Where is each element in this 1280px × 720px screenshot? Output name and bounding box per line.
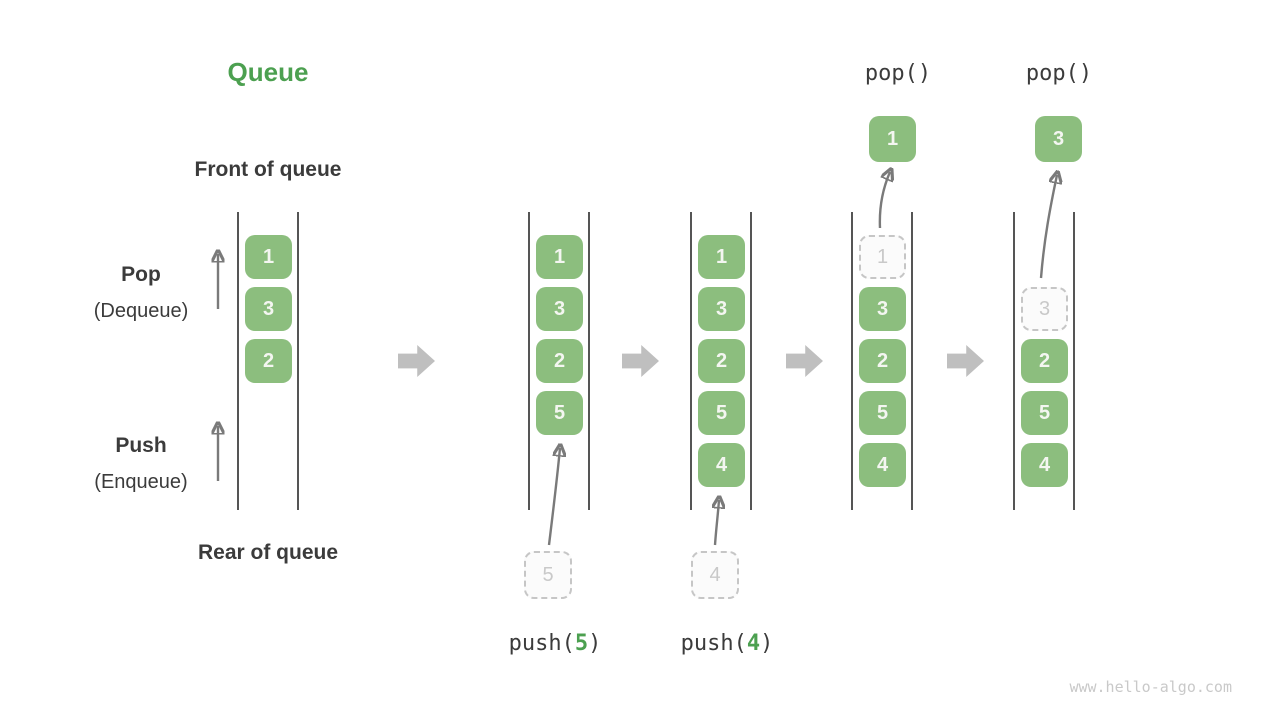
front-of-queue-label: Front of queue xyxy=(194,158,342,181)
queue-item: 5 xyxy=(1021,391,1068,435)
queue-state-1: 1 3 2 xyxy=(237,212,299,510)
push-op-suffix: ) xyxy=(760,631,774,656)
queue-wall xyxy=(750,212,752,510)
next-state-arrow-icon xyxy=(786,345,823,377)
queue-state-3: 1 3 2 5 4 xyxy=(690,212,752,510)
incoming-value-box: 4 xyxy=(691,551,739,599)
queue-wall xyxy=(1013,212,1015,510)
queue-wall xyxy=(690,212,692,510)
queue-state-5: 3 2 5 4 xyxy=(1013,212,1075,510)
rear-of-queue-label: Rear of queue xyxy=(197,541,339,564)
push-op-prefix: push( xyxy=(508,631,575,656)
queue-item: 3 xyxy=(698,287,745,331)
push-op-arg: 5 xyxy=(574,631,589,656)
incoming-value-box: 5 xyxy=(524,551,572,599)
queue-wall xyxy=(297,212,299,510)
queue-item: 1 xyxy=(245,235,292,279)
removed-item-ghost: 1 xyxy=(859,235,906,279)
queue-item: 3 xyxy=(536,287,583,331)
pop-op-label-1: pop() xyxy=(864,61,932,86)
queue-wall xyxy=(851,212,853,510)
queue-wall xyxy=(1073,212,1075,510)
next-state-arrow-icon xyxy=(398,345,435,377)
queue-item: 5 xyxy=(859,391,906,435)
push-label: Push xyxy=(115,434,167,457)
queue-item: 2 xyxy=(698,339,745,383)
queue-item: 2 xyxy=(245,339,292,383)
queue-item: 4 xyxy=(698,443,745,487)
popped-value-box: 3 xyxy=(1035,116,1082,162)
next-state-arrow-icon xyxy=(947,345,984,377)
push-op-arg: 4 xyxy=(746,631,761,656)
queue-item: 5 xyxy=(698,391,745,435)
popped-value-box: 1 xyxy=(869,116,916,162)
queue-item: 1 xyxy=(698,235,745,279)
enqueue-label: (Enqueue) xyxy=(94,471,188,493)
queue-item: 1 xyxy=(536,235,583,279)
queue-state-2: 1 3 2 5 xyxy=(528,212,590,510)
queue-item: 2 xyxy=(536,339,583,383)
dequeue-label: (Dequeue) xyxy=(93,300,189,322)
push-op-prefix: push( xyxy=(680,631,747,656)
push-op-label-1: push(5) xyxy=(455,631,655,656)
queue-wall xyxy=(528,212,530,510)
queue-wall xyxy=(588,212,590,510)
next-state-arrow-icon xyxy=(622,345,659,377)
pop-op-label-2: pop() xyxy=(1025,61,1093,86)
queue-wall xyxy=(911,212,913,510)
queue-item: 3 xyxy=(245,287,292,331)
queue-wall xyxy=(237,212,239,510)
site-watermark: www.hello-algo.com xyxy=(1069,678,1232,696)
push-op-suffix: ) xyxy=(588,631,602,656)
queue-item: 3 xyxy=(859,287,906,331)
pop-side-label: Pop (Dequeue) xyxy=(61,256,221,330)
queue-item: 4 xyxy=(859,443,906,487)
push-side-label: Push (Enqueue) xyxy=(61,427,221,501)
queue-state-4: 1 3 2 5 4 xyxy=(851,212,913,510)
pop-label: Pop xyxy=(121,263,161,286)
removed-item-ghost: 3 xyxy=(1021,287,1068,331)
queue-item: 4 xyxy=(1021,443,1068,487)
queue-item: 2 xyxy=(1021,339,1068,383)
queue-item: 5 xyxy=(536,391,583,435)
diagram-title: Queue xyxy=(227,57,309,87)
push-op-label-2: push(4) xyxy=(627,631,827,656)
queue-item: 2 xyxy=(859,339,906,383)
